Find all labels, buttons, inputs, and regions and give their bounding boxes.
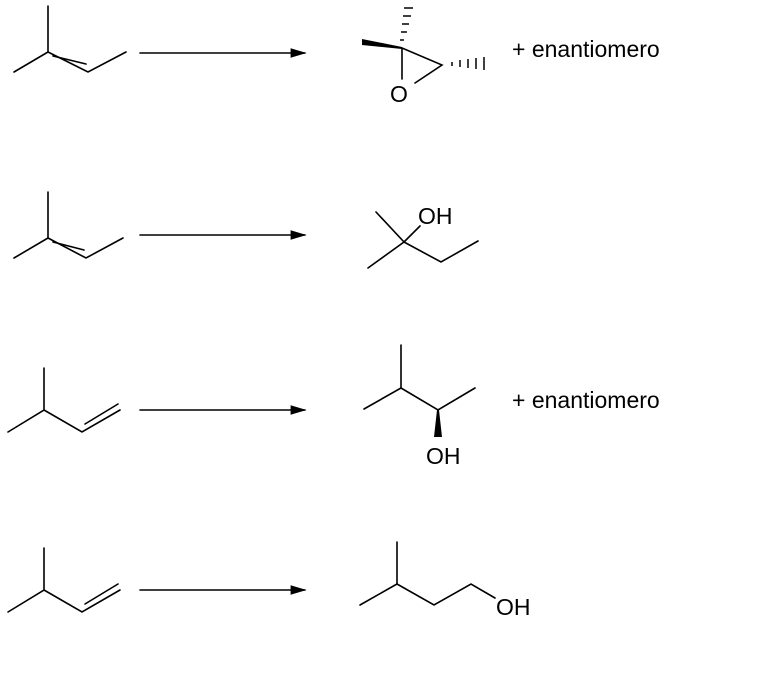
- hydroxyl-label: OH: [418, 203, 453, 229]
- reactant-2-methyl-2-butene: [13, 191, 124, 259]
- hydroxyl-label: OH: [496, 594, 531, 620]
- product-primary-alcohol: OH: [359, 541, 531, 620]
- product-tertiary-alcohol: OH: [367, 203, 479, 269]
- reactant-3-methyl-1-butene: [7, 367, 121, 433]
- product-epoxide: O: [362, 7, 485, 107]
- enantiomer-note: + enantiomero: [512, 387, 660, 413]
- oxygen-atom-label: O: [390, 81, 408, 107]
- reaction-2: OH: [13, 191, 479, 269]
- reaction-4: OH: [7, 541, 531, 620]
- product-secondary-alcohol: OH: [363, 344, 476, 469]
- reaction-1: O + enantiomero: [13, 5, 660, 107]
- reactant-3-methyl-1-butene: [7, 547, 121, 613]
- reactant-2-methyl-2-butene: [13, 5, 127, 73]
- enantiomer-note: + enantiomero: [512, 36, 660, 62]
- hydroxyl-label: OH: [426, 443, 461, 469]
- reaction-3: OH + enantiomero: [7, 344, 660, 469]
